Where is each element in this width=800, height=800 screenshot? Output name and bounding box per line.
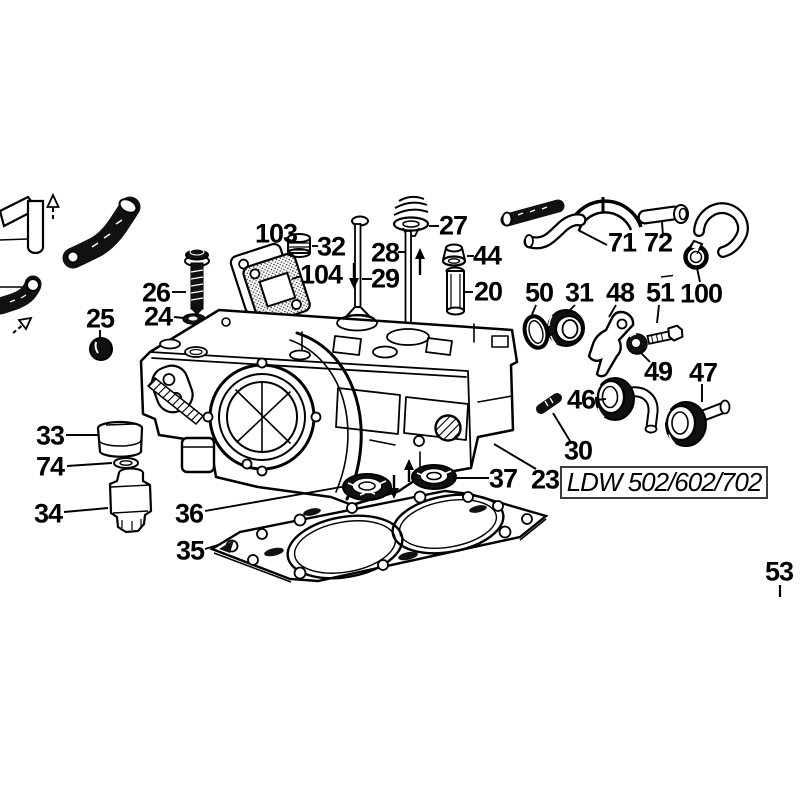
elbow-fitting-46 <box>595 377 659 434</box>
spring-retainer-27 <box>392 216 430 237</box>
injector-holder-34 <box>108 467 153 534</box>
cylinder-head-23 <box>139 308 519 507</box>
fork-bracket-48 <box>587 310 635 378</box>
washer-74 <box>113 457 139 469</box>
leader-lines <box>63 221 782 597</box>
hose-right-curved <box>693 202 749 258</box>
threaded-plug-31 <box>547 309 585 347</box>
cap-33 <box>96 420 144 458</box>
valve-guide-20 <box>445 266 465 316</box>
up-arrow-seal-icon <box>404 459 414 482</box>
valve-seal-36 <box>342 473 392 501</box>
model-plate: LDW 502/602/702 <box>560 466 768 499</box>
hose-clamp-100 <box>683 239 709 270</box>
dark-hose-lower-left <box>0 275 42 315</box>
bolt-26 <box>184 248 210 315</box>
valve-spring-27 <box>393 195 429 216</box>
water-pipe-upper-left <box>0 195 45 255</box>
dark-hose-upper-left <box>62 196 141 269</box>
stud-30 <box>536 393 562 414</box>
valve-29 <box>339 215 377 329</box>
cap-32 <box>287 233 311 258</box>
bolt-51 <box>646 324 684 345</box>
down-arrow-seal-icon <box>389 475 399 499</box>
o-ring-50 <box>522 314 550 350</box>
textured-hose-top <box>500 199 565 227</box>
hose-72 <box>637 204 689 225</box>
plug-25 <box>89 337 113 361</box>
up-right-arrow-dashed-icon <box>12 316 33 334</box>
fitting-47 <box>665 399 731 447</box>
valve-seal-37 <box>411 464 457 490</box>
head-gasket-35 <box>209 489 549 583</box>
up-arrow-valve-icon <box>415 248 425 275</box>
up-arrow-dashed-icon <box>46 192 60 222</box>
gasket-104 <box>242 252 311 326</box>
valve-cap-44 <box>441 243 467 267</box>
down-arrow-gasket-icon <box>349 263 359 289</box>
hose-71 <box>523 213 587 250</box>
grommet-49 <box>626 333 648 355</box>
